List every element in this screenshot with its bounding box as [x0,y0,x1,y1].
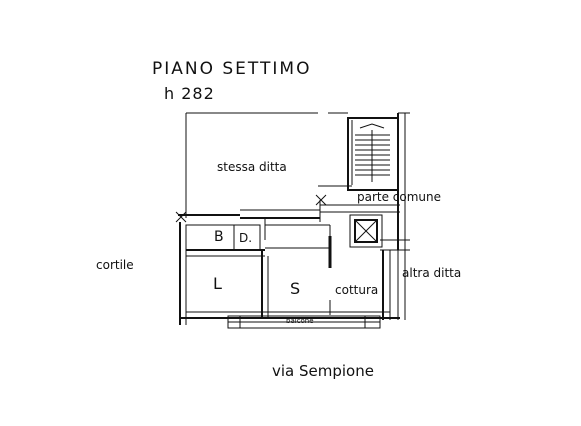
label-parte-comune: parte comune [357,190,442,204]
label-stessa-ditta: stessa ditta [217,160,287,174]
label-room-s: S [290,279,301,298]
label-room-l: L [213,274,222,293]
stairs [355,123,390,182]
room-b-outline [185,224,235,251]
ceiling-height: h 282 [164,84,215,103]
label-altra-ditta: altra ditta [402,266,462,280]
label-cottura: cottura [335,283,379,297]
plan-title: PIANO SETTIMO [152,59,312,79]
label-room-d: D. [239,231,253,245]
label-street: via Sempione [272,362,374,380]
lift-shaft [354,219,378,243]
label-balcone: balcone [286,317,314,325]
stair-core [347,117,399,191]
label-cortile: cortile [96,258,134,272]
label-room-b: B [214,229,224,245]
